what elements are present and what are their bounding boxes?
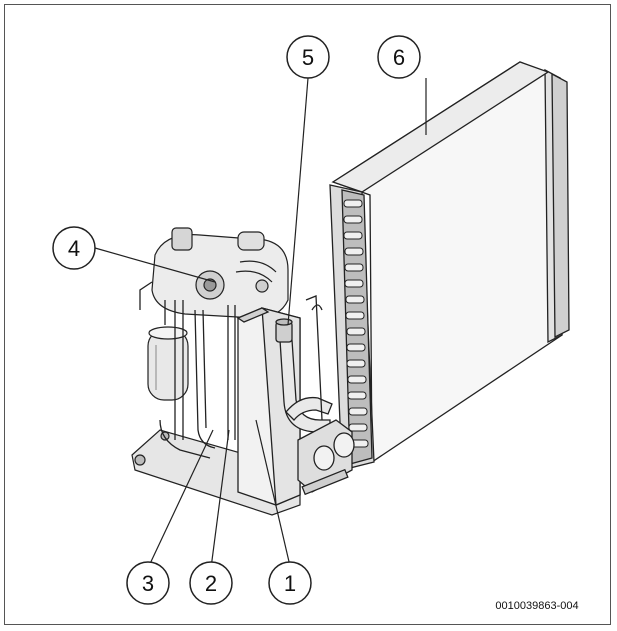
condenser-coil [329, 61, 570, 471]
svg-text:1: 1 [284, 571, 296, 596]
svg-text:6: 6 [393, 45, 405, 70]
water-connections [297, 295, 355, 496]
svg-text:3: 3 [142, 571, 154, 596]
refrigerant-piping [139, 281, 236, 459]
svg-text:2: 2 [205, 571, 217, 596]
leader-lines [94, 77, 427, 569]
callout-4: 4 [52, 226, 96, 270]
accumulator [147, 326, 189, 401]
coil-tube-bends [343, 199, 369, 448]
callout-5: 5 [286, 35, 330, 79]
callout-6: 6 [377, 35, 421, 79]
callout-1: 1 [268, 561, 312, 605]
svg-text:5: 5 [302, 45, 314, 70]
callout-2: 2 [189, 561, 233, 605]
callout-3: 3 [126, 561, 170, 605]
svg-text:4: 4 [68, 236, 80, 261]
water-hoses [275, 318, 333, 433]
compressor-assembly [151, 227, 289, 319]
drawing-code: 0010039863-004 [495, 600, 578, 612]
